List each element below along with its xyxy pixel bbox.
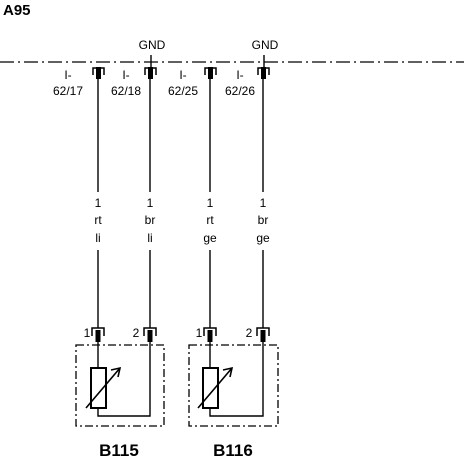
wire-color-secondary: li bbox=[147, 231, 152, 245]
gnd-label-1: GND bbox=[139, 38, 166, 52]
wire-size: 1 bbox=[95, 196, 102, 210]
connector-label-3: I- 62/25 bbox=[168, 68, 198, 98]
wire-color-primary: rt bbox=[206, 213, 214, 227]
wire-size: 1 bbox=[207, 196, 214, 210]
variable-arrow-icon bbox=[85, 366, 122, 409]
connector-pin: 62/17 bbox=[53, 84, 83, 98]
internal-return-wire bbox=[97, 342, 151, 417]
connector-pin: 62/26 bbox=[225, 84, 255, 98]
component-housing bbox=[75, 344, 165, 427]
connector-label-2: I- 62/18 bbox=[111, 68, 141, 98]
connector-label-4: I- 62/26 bbox=[225, 68, 255, 98]
connector-label-1: I- 62/17 bbox=[53, 68, 83, 98]
component-name: B115 bbox=[99, 441, 139, 460]
wire-label-3: 1 rt ge bbox=[203, 196, 217, 245]
bottom-pin-1-body bbox=[95, 330, 101, 342]
wire-size: 1 bbox=[147, 196, 154, 210]
pin-number-1: 1 bbox=[84, 326, 91, 340]
wire-color-secondary: ge bbox=[203, 231, 217, 245]
wire-label-2: 1 br li bbox=[145, 196, 156, 245]
wire-color-primary: rt bbox=[94, 213, 102, 227]
top-pin-2 bbox=[144, 67, 157, 79]
connector-prefix: I- bbox=[179, 68, 186, 82]
pin-number-2: 2 bbox=[246, 326, 253, 340]
top-pin-4 bbox=[257, 67, 270, 79]
module-title: A95 bbox=[3, 2, 31, 19]
connector-prefix: I- bbox=[122, 68, 129, 82]
bottom-pin-2-body bbox=[147, 330, 153, 342]
top-pin-1 bbox=[92, 67, 105, 79]
connector-pin: 62/25 bbox=[168, 84, 198, 98]
wire-color-primary: br bbox=[145, 213, 156, 227]
connector-prefix: I- bbox=[236, 68, 243, 82]
gnd-label-2: GND bbox=[252, 38, 279, 52]
connector-pin: 62/18 bbox=[111, 84, 141, 98]
component-housing bbox=[188, 344, 279, 427]
wire-size: 1 bbox=[260, 196, 267, 210]
component-b116: 1 2 B116 bbox=[188, 326, 279, 460]
wire-label-1: 1 rt li bbox=[94, 196, 102, 245]
component-b115: 1 2 B115 bbox=[75, 326, 165, 460]
pin-number-1: 1 bbox=[196, 326, 203, 340]
pin-number-2: 2 bbox=[133, 326, 140, 340]
bottom-pin-1-body bbox=[207, 330, 213, 342]
internal-return-wire bbox=[209, 342, 264, 417]
wire-color-secondary: ge bbox=[256, 231, 270, 245]
connector-prefix: I- bbox=[64, 68, 71, 82]
top-pin-3 bbox=[204, 67, 217, 79]
variable-arrow-icon bbox=[197, 366, 234, 409]
wire-color-primary: br bbox=[258, 213, 269, 227]
bottom-pin-2-body bbox=[260, 330, 266, 342]
wire-label-4: 1 br ge bbox=[256, 196, 270, 245]
wire-color-secondary: li bbox=[95, 231, 100, 245]
component-name: B116 bbox=[213, 441, 253, 460]
